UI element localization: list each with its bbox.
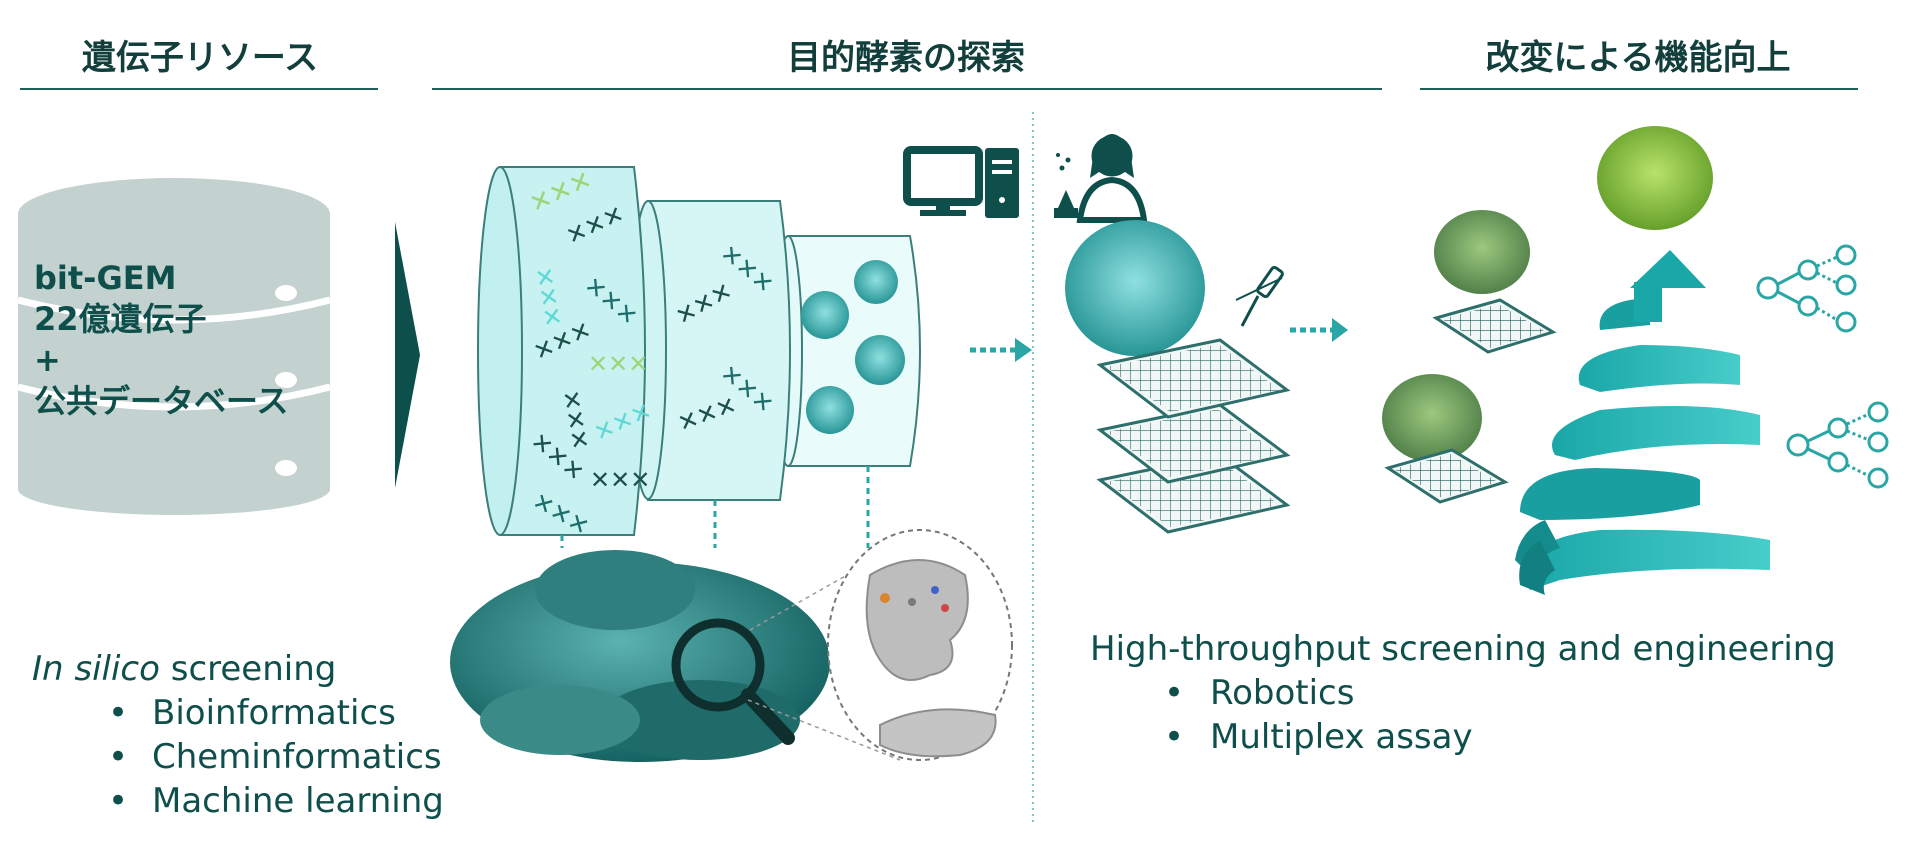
header-engineering: 改変による機能向上 <box>1485 38 1791 78</box>
protein-icon <box>1065 220 1205 356</box>
list-item: Multiplex assay <box>1090 715 1836 759</box>
header-divider <box>20 88 378 90</box>
list-item: Bioinformatics <box>32 691 444 735</box>
engineered-protein-plates <box>1382 126 1713 504</box>
in-silico-list: Bioinformatics Cheminformatics Machine l… <box>32 691 444 823</box>
high-throughput-caption: High-throughput screening and engineerin… <box>1090 627 1836 759</box>
in-silico-caption: In silico screening Bioinformatics Chemi… <box>32 647 444 823</box>
header-divider <box>432 88 1382 90</box>
list-item: Machine learning <box>32 779 444 823</box>
database-line-4: 公共データベース <box>34 382 289 420</box>
high-throughput-title: High-throughput screening and engineerin… <box>1090 629 1836 669</box>
dotted-arrow-icon <box>970 338 1032 362</box>
header-divider <box>1420 88 1858 90</box>
chevron-arrow-icon <box>395 222 420 488</box>
svg-text:✕✕✕: ✕✕✕ <box>588 350 648 378</box>
database-label: bit-GEM 22億遺伝子 + 公共データベース <box>34 258 288 422</box>
pipette-icon <box>1235 265 1284 327</box>
database-line-2: 22億遺伝子 <box>34 300 207 338</box>
microplate-icon <box>1096 338 1291 534</box>
binding-pocket-zoom <box>827 529 1013 761</box>
in-silico-title: In silico screening <box>32 647 444 691</box>
list-item: Robotics <box>1090 671 1836 715</box>
database-line-3: + <box>34 341 61 379</box>
computer-icon <box>903 146 1019 218</box>
header-gene-resources: 遺伝子リソース <box>81 38 319 78</box>
high-throughput-list: Robotics Multiplex assay <box>1090 671 1836 759</box>
list-item: Cheminformatics <box>32 735 444 779</box>
protein-structure <box>450 550 830 762</box>
database-icon <box>17 178 331 515</box>
magnifier-icon <box>671 544 901 761</box>
scientist-icon <box>1054 134 1148 223</box>
header-enzyme-search: 目的酵素の探索 <box>787 38 1025 78</box>
dotted-arrow-icon <box>1290 318 1348 342</box>
spiral-arrow-icon <box>1515 250 1770 595</box>
protein-icon <box>801 260 905 434</box>
in-silico-title-italic: In silico <box>32 649 160 689</box>
network-icon <box>1756 244 1889 489</box>
database-line-1: bit-GEM <box>34 259 177 297</box>
svg-text:✕✕✕: ✕✕✕ <box>590 466 650 494</box>
in-silico-title-rest: screening <box>159 649 337 689</box>
